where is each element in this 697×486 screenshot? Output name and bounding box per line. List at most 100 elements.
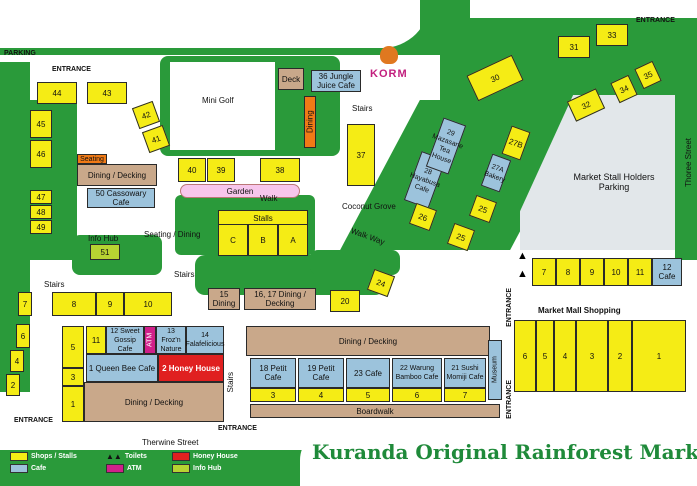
- dining-decking-mid: Dining / Decking: [246, 326, 490, 356]
- stall-40[interactable]: 40: [178, 158, 206, 182]
- cafe-23[interactable]: 23 Cafe: [346, 358, 390, 388]
- thoree-street-label: Thoree Street: [684, 138, 693, 187]
- legend-info-label: Info Hub: [193, 465, 222, 472]
- parking-area-top: [0, 0, 430, 48]
- tree-icon: [380, 46, 398, 64]
- stall-47[interactable]: 47: [30, 190, 52, 204]
- stairs-top-label: Stairs: [352, 104, 373, 113]
- legend-honey: Honey House: [172, 452, 238, 461]
- info-hub-51[interactable]: 51: [90, 244, 120, 260]
- korm-logo-text: KORM: [370, 68, 408, 80]
- right-stall-10[interactable]: 10: [604, 258, 628, 286]
- left-stall-7[interactable]: 7: [18, 292, 32, 316]
- mini-golf-label: Mini Golf: [202, 96, 234, 105]
- block-5[interactable]: 5: [62, 326, 84, 368]
- right-stall-7[interactable]: 7: [532, 258, 556, 286]
- stall-46[interactable]: 46: [30, 140, 52, 168]
- legend-atm-swatch: [106, 464, 124, 473]
- stall-20[interactable]: 20: [330, 290, 360, 312]
- honey-house[interactable]: 2 Honey House: [158, 354, 224, 382]
- toilets-legend-icon: ▲▲: [106, 452, 122, 461]
- board-7[interactable]: 7: [444, 388, 486, 402]
- stairs-left-label: Stairs: [44, 280, 65, 289]
- mall-2[interactable]: 2: [608, 320, 632, 392]
- stall-31[interactable]: 31: [558, 36, 590, 58]
- mall-3[interactable]: 3: [576, 320, 608, 392]
- stall-43[interactable]: 43: [87, 82, 127, 104]
- board-5[interactable]: 5: [346, 388, 390, 402]
- market-parking-label: Market Stall Holders Parking: [573, 172, 655, 192]
- museum[interactable]: Museum: [488, 340, 502, 400]
- board-3[interactable]: 3: [250, 388, 296, 402]
- cafe-22-warung[interactable]: 22 Warung Bamboo Cafe: [392, 358, 442, 388]
- korm-logo: KORM: [364, 46, 414, 86]
- cafe-18-petit[interactable]: 18 Petit Cafe: [250, 358, 296, 388]
- toilets-icon-2: ▲: [517, 268, 528, 280]
- board-6[interactable]: 6: [392, 388, 442, 402]
- entrance-label-top-right: ENTRANCE: [636, 17, 675, 24]
- coconut-grove-label: Coconut Grove: [342, 202, 396, 211]
- therwine-street-label: Therwine Street: [142, 438, 199, 447]
- legend-shops: Shops / Stalls: [10, 452, 77, 461]
- info-hub-label: Info Hub: [88, 234, 119, 243]
- cafe-50-cassowary[interactable]: 50 Cassowary Cafe: [87, 188, 155, 208]
- board-4[interactable]: 4: [298, 388, 344, 402]
- dining-15: 15 Dining: [208, 288, 240, 310]
- entrance-label-bottom-mid: ENTRANCE: [218, 425, 257, 432]
- atm[interactable]: ATM: [144, 326, 156, 354]
- left-stall-2[interactable]: 2: [6, 374, 20, 396]
- boardwalk: Boardwalk: [250, 404, 500, 418]
- legend-atm-label: ATM: [127, 465, 142, 472]
- stairs-bottom-label: Stairs: [226, 372, 235, 393]
- cafe-21-sushi[interactable]: 21 Sushi Momiji Cafe: [444, 358, 486, 388]
- stall-c[interactable]: C: [218, 224, 248, 256]
- stall-39[interactable]: 39: [207, 158, 235, 182]
- block-11[interactable]: 11: [86, 326, 106, 354]
- stall-45[interactable]: 45: [30, 110, 52, 138]
- stall-b[interactable]: B: [248, 224, 278, 256]
- stall-33[interactable]: 33: [596, 24, 628, 46]
- garden-path: Garden: [180, 184, 300, 198]
- mall-5[interactable]: 5: [536, 320, 554, 392]
- cafe-1-queen-bee[interactable]: 1 Queen Bee Cafe: [86, 354, 158, 382]
- deck: Deck: [278, 68, 304, 90]
- left-stall-4[interactable]: 4: [10, 350, 24, 372]
- minigolf-area: [170, 62, 275, 150]
- cafe-14-falafelicious[interactable]: 14 Falafelicious: [186, 326, 224, 354]
- right-cafe-12[interactable]: 12 Cafe: [652, 258, 682, 286]
- stall-48[interactable]: 48: [30, 205, 52, 219]
- stall-37[interactable]: 37: [347, 124, 375, 186]
- left-stall-6[interactable]: 6: [16, 324, 30, 348]
- stall-9[interactable]: 9: [96, 292, 124, 316]
- stall-38[interactable]: 38: [260, 158, 300, 182]
- block-3[interactable]: 3: [62, 368, 84, 386]
- seating-dining-label: Seating / Dining: [144, 230, 201, 239]
- mall-6[interactable]: 6: [514, 320, 536, 392]
- stall-a[interactable]: A: [278, 224, 308, 256]
- dining-16-17: 16, 17 Dining / Decking: [244, 288, 316, 310]
- mall-1[interactable]: 1: [632, 320, 686, 392]
- cafe-12-sweet-gossip[interactable]: 12 Sweet Gossip Cafe: [106, 326, 144, 354]
- legend: Shops / Stalls Cafe ▲▲ Toilets ATM Honey…: [10, 452, 270, 482]
- stall-42[interactable]: 42: [131, 100, 161, 130]
- seating-label-box: Seating: [77, 154, 107, 164]
- stall-49[interactable]: 49: [30, 220, 52, 234]
- stall-44[interactable]: 44: [37, 82, 77, 104]
- right-stall-11[interactable]: 11: [628, 258, 652, 286]
- right-stall-9[interactable]: 9: [580, 258, 604, 286]
- legend-cafe-swatch: [10, 464, 28, 473]
- dining-decking-left: Dining / Decking: [77, 164, 157, 186]
- cafe-13-frozn[interactable]: 13 Froz'n Nature: [156, 326, 186, 354]
- walk-label: Walk: [260, 194, 278, 203]
- stall-8[interactable]: 8: [52, 292, 96, 316]
- toilets-icon: ▲: [517, 250, 528, 262]
- block-1[interactable]: 1: [62, 386, 84, 422]
- stall-10[interactable]: 10: [124, 292, 172, 316]
- right-stall-8[interactable]: 8: [556, 258, 580, 286]
- legend-toilets: ▲▲ Toilets: [106, 452, 147, 461]
- legend-honey-label: Honey House: [193, 453, 238, 460]
- cafe-36-jungle-juice[interactable]: 36 Jungle Juice Cafe: [311, 70, 361, 92]
- cafe-19-petit[interactable]: 19 Petit Cafe: [298, 358, 344, 388]
- mall-4[interactable]: 4: [554, 320, 576, 392]
- legend-cafe-label: Cafe: [31, 465, 47, 472]
